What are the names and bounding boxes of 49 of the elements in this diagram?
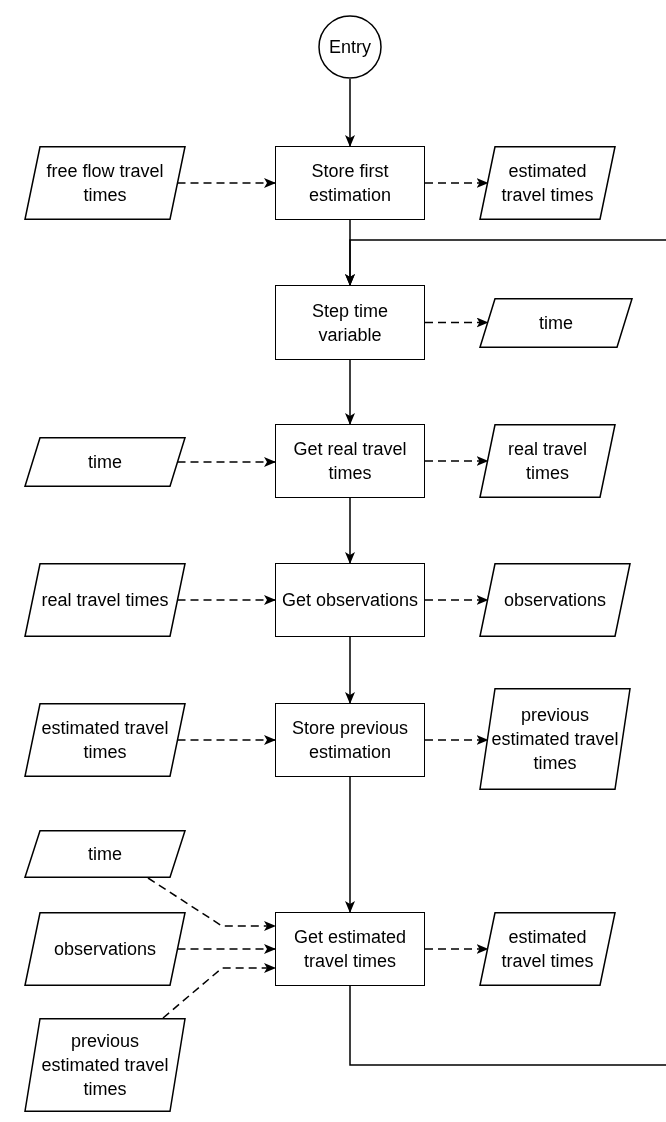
- arrow: [162, 963, 276, 1019]
- arrow: [345, 359, 355, 425]
- node-label: free flow travel times: [45, 160, 165, 207]
- node-label: Entry: [329, 36, 371, 59]
- arrow: [345, 239, 666, 286]
- node-label: real travel times: [41, 589, 169, 612]
- data-parallelogram: [25, 830, 185, 878]
- start-circle: [318, 15, 382, 79]
- node-label: Step time variable: [310, 299, 389, 347]
- node-label: estimated travel times: [40, 717, 170, 764]
- process-box: [275, 285, 425, 360]
- arrow: [176, 457, 276, 467]
- data-parallelogram: [25, 912, 185, 986]
- node-label: estimated travel times: [500, 926, 595, 973]
- node-label: Get real travel times: [292, 438, 408, 485]
- data-parallelogram: [25, 1018, 185, 1112]
- process-box: [275, 146, 425, 220]
- process-box: [275, 703, 425, 777]
- arrow: [147, 877, 276, 931]
- process-box: [275, 563, 425, 637]
- arrow: [345, 776, 355, 913]
- data-parallelogram: [25, 146, 185, 220]
- node-label: estimated travel times: [500, 160, 595, 207]
- arrow: [345, 497, 355, 564]
- node-label: Get estimated travel times: [292, 926, 408, 973]
- node-label: Get observations: [281, 589, 419, 612]
- process-box: [275, 912, 425, 986]
- data-parallelogram: [25, 703, 185, 777]
- node-label: previous estimated travel times: [490, 704, 620, 775]
- node-label: Store previous estimation: [290, 717, 410, 764]
- node-label: time: [539, 312, 573, 335]
- data-parallelogram: [480, 563, 630, 637]
- data-parallelogram: [25, 563, 185, 637]
- data-parallelogram: [480, 912, 615, 986]
- node-label: observations: [503, 589, 607, 612]
- node-label: real travel times: [507, 438, 588, 485]
- data-parallelogram: [480, 688, 630, 790]
- node-label: time: [88, 451, 122, 474]
- node-label: observations: [53, 938, 157, 961]
- data-parallelogram: [480, 424, 615, 498]
- node-label: Store first estimation: [307, 160, 392, 207]
- arrow: [345, 78, 355, 147]
- data-parallelogram: [25, 437, 185, 487]
- node-label: time: [88, 843, 122, 866]
- data-parallelogram: [480, 298, 632, 348]
- data-parallelogram: [480, 146, 615, 220]
- process-box: [275, 424, 425, 498]
- node-label: previous estimated travel times: [40, 1030, 170, 1101]
- arrow: [345, 636, 355, 704]
